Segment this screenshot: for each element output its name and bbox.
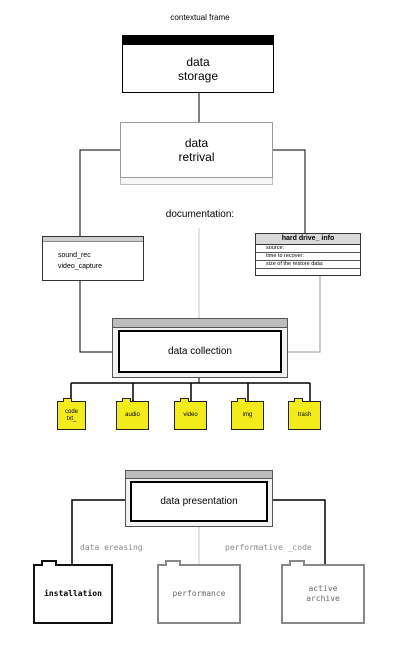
documentation-label: documentation: (165, 209, 235, 220)
folder-tab (180, 398, 189, 402)
folder-code-txt[interactable]: code txt_ (57, 398, 86, 430)
folder-tab (63, 398, 72, 402)
hard-drive-row-source: source: (256, 245, 360, 253)
edge-retrival-sound (79, 149, 120, 236)
edge-retrival-harddrive (273, 149, 306, 233)
folder-tab (294, 398, 303, 402)
folder-video[interactable]: video (174, 398, 207, 430)
edge-harddrive-collection (288, 276, 321, 353)
capture-item-sound: sound_rec (58, 252, 91, 259)
folder-tab (237, 398, 246, 402)
folder-tab (122, 398, 131, 402)
edge-sound-collection (79, 281, 112, 353)
edge-label-ereasing: data ereasing (80, 543, 143, 552)
presentation-header-bar (126, 471, 272, 479)
data-storage-node: data storage (122, 35, 274, 93)
folder-tab (41, 560, 57, 566)
data-retrival-node: data retrival (120, 122, 273, 188)
capture-panel: sound_rec video_capture (42, 236, 144, 281)
folder-audio[interactable]: audio (116, 398, 149, 430)
data-presentation-node: data presentation (125, 470, 273, 527)
folder-trash[interactable]: trash (288, 398, 321, 430)
presentation-label: data presentation (160, 496, 238, 507)
edge-presentation-installation (71, 499, 128, 564)
capture-panel-header (43, 237, 143, 242)
folder-img[interactable]: img (231, 398, 264, 430)
hard-drive-row-size: size of the restore data: (256, 261, 360, 269)
output-active-archive[interactable]: active archive (281, 560, 365, 624)
folder-tab (165, 560, 181, 566)
capture-item-video: video_capture (58, 263, 102, 270)
collection-label: data collection (168, 346, 232, 357)
output-installation[interactable]: installation (33, 560, 113, 624)
page-title: contextual frame (170, 12, 230, 22)
hard-drive-info-panel: hard drive_ info source: time to recover… (255, 233, 361, 276)
output-performance[interactable]: performance (157, 560, 241, 624)
retrival-footer-bar (120, 178, 273, 185)
retrival-label-2: retrival (178, 150, 215, 164)
edge-presentation-archive (272, 499, 326, 564)
storage-label-1: data (186, 54, 210, 69)
hard-drive-row-time: time to recover: (256, 253, 360, 261)
storage-header-bar (122, 35, 274, 44)
collection-header-bar (113, 319, 287, 328)
folder-tab (289, 560, 305, 566)
storage-label-2: storage (177, 68, 219, 83)
edge-label-performative: performative _code (225, 543, 312, 552)
data-collection-node: data collection (112, 318, 288, 378)
retrival-label-1: data (184, 136, 209, 150)
hard-drive-title: hard drive_ info (256, 234, 360, 245)
